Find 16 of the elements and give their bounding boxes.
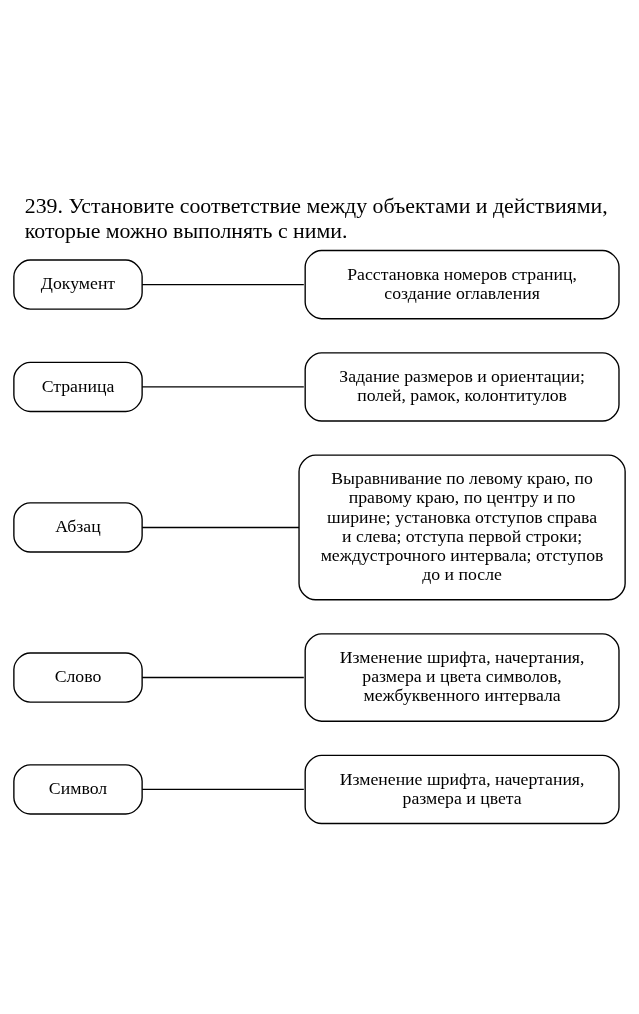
node-box: Изменение шрифта, начертания, размера и цвета символов, межбуквенного интервала	[304, 633, 620, 722]
connector	[141, 788, 305, 791]
connector	[141, 676, 305, 679]
node-box: Выравнивание по левому краю, по правому краю, по центру и по ширине; установка отступов справа и слева; отступа первой строки; междустрочного интервала; отступов до и после	[298, 454, 626, 601]
node-box: Расстановка номеров страниц, создание оглавления	[304, 249, 620, 320]
node-box: Документ	[13, 259, 143, 310]
connector	[141, 283, 305, 286]
node-box: Слово	[13, 652, 143, 703]
node-box: Символ	[13, 764, 143, 815]
connector	[141, 526, 300, 529]
node-box: Страница	[13, 361, 143, 413]
node-box: Изменение шрифта, начертания, размера и цвета	[304, 754, 620, 825]
diagram-title: 239. Установите соответствие между объектами и действиями, которые можно выполнять с ними.	[24, 194, 608, 243]
node-box: Задание размеров и ориентации; полей, рамок, колонтитулов	[304, 352, 620, 422]
node-box: Абзац	[13, 502, 143, 553]
connector	[141, 386, 305, 388]
